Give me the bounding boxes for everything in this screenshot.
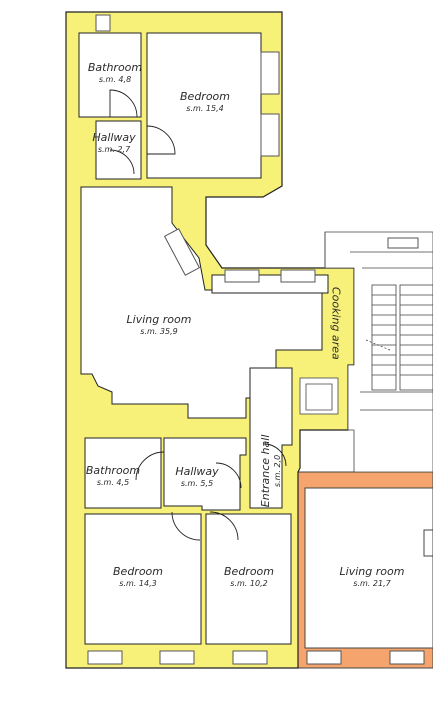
room-name: Bedroom	[180, 90, 230, 103]
room-area: s.m. 14,3	[119, 578, 157, 588]
staircase	[299, 231, 433, 473]
room-name: Hallway	[175, 465, 219, 478]
room-area: s.m. 2,7	[97, 144, 131, 154]
room-area: s.m. 2,0	[272, 454, 282, 488]
room-label-hallway-2: Hallway s.m. 5,5	[167, 465, 227, 488]
room-label-bedroom-3: Bedroom s.m. 10,2	[214, 565, 284, 588]
room-label-living-room-2: Living room s.m. 21,7	[330, 565, 414, 588]
room-label-bathroom-1: Bathroom s.m. 4,8	[80, 61, 150, 84]
bedroom-2-floor	[84, 513, 202, 645]
room-area: s.m. 15,4	[186, 103, 224, 113]
room-area: s.m. 4,8	[98, 74, 132, 84]
room-name: Bathroom	[87, 61, 143, 74]
living-room-floor	[80, 186, 323, 419]
room-label-bathroom-2: Bathroom s.m. 4,5	[82, 464, 144, 487]
room-area: s.m. 21,7	[353, 578, 391, 588]
room-area: s.m. 10,2	[230, 578, 268, 588]
room-name: Living room	[339, 565, 405, 578]
room-label-living-room: Living room s.m. 35,9	[117, 313, 201, 336]
room-area: s.m. 4,5	[96, 477, 130, 487]
room-area: s.m. 35,9	[140, 326, 178, 336]
room-label-entrance-hall: Entrance hall s.m. 2,0	[259, 432, 282, 510]
room-label-bedroom-2: Bedroom s.m. 14,3	[103, 565, 173, 588]
room-name: Entrance hall	[259, 434, 273, 508]
room-name: Bedroom	[224, 565, 274, 578]
bathroom-2-floor	[84, 437, 162, 509]
room-label-hallway-1: Hallway s.m. 2,7	[84, 131, 144, 154]
room-name: Bathroom	[85, 464, 141, 477]
room-label-bedroom-1: Bedroom s.m. 15,4	[165, 90, 245, 113]
windows	[87, 14, 425, 665]
room-label-cooking-area: Cooking area	[329, 286, 342, 360]
room-name: Hallway	[92, 131, 136, 144]
room-name: Cooking area	[329, 286, 343, 360]
room-name: Living room	[126, 313, 192, 326]
room-area: s.m. 5,5	[180, 478, 214, 488]
entrance-hall-floor	[249, 367, 293, 509]
hallway-2-floor	[163, 437, 247, 511]
neighbor-apartment	[297, 471, 433, 669]
room-name: Bedroom	[113, 565, 163, 578]
doors	[109, 89, 287, 541]
bedroom-3-floor	[205, 513, 292, 645]
